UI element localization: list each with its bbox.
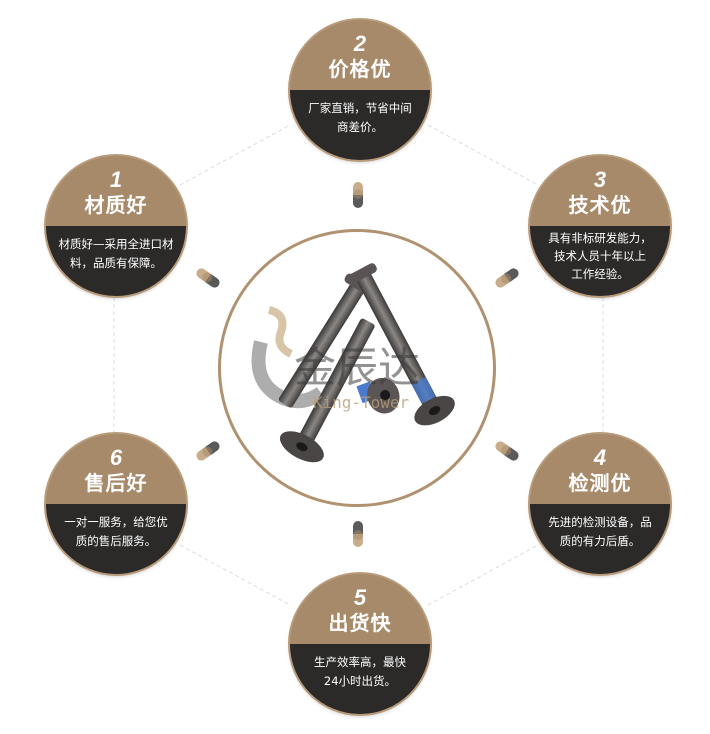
- feature-fast-delivery: 5 出货快 生产效率高，最快 24小时出货。: [290, 574, 430, 714]
- feature-number: 5: [353, 585, 367, 610]
- feature-description: 一对一服务，给您优 质的售后服务。: [46, 504, 186, 574]
- desc-line: 质的有力后盾。: [559, 534, 641, 548]
- watermark-en: King-Tower: [313, 393, 410, 412]
- desc-line: 先进的检测设备，品: [548, 515, 652, 529]
- feature-title: 售后好: [84, 471, 148, 495]
- feature-price: 2 价格优 厂家直销，节省中间 商差价。: [290, 20, 430, 160]
- feature-title: 价格优: [328, 57, 392, 81]
- feature-inspection: 4 检测优 先进的检测设备，品 质的有力后盾。: [530, 434, 670, 574]
- pill-connector-top: [353, 182, 363, 208]
- desc-line: 厂家直销，节省中间: [308, 101, 412, 115]
- desc-line: 一对一服务，给您优: [64, 515, 168, 529]
- desc-line: 材质好—采用全进口材: [58, 237, 174, 251]
- desc-line: 24小时出货。: [323, 674, 397, 688]
- desc-line: 料，品质有保障。: [70, 256, 162, 270]
- feature-description: 先进的检测设备，品 质的有力后盾。: [530, 504, 670, 574]
- desc-line: 技术人员十年以上: [554, 249, 646, 263]
- feature-number: 6: [109, 445, 123, 470]
- feature-description: 具有非标研发能力， 技术人员十年以上 工作经验。: [530, 226, 670, 296]
- desc-line: 具有非标研发能力，: [548, 231, 652, 245]
- feature-title: 技术优: [568, 193, 632, 217]
- desc-line: 生产效率高，最快: [314, 655, 406, 669]
- feature-title: 检测优: [568, 471, 632, 495]
- feature-technology: 3 技术优 具有非标研发能力， 技术人员十年以上 工作经验。: [530, 156, 670, 296]
- desc-line: 工作经验。: [571, 267, 629, 281]
- feature-description: 生产效率高，最快 24小时出货。: [290, 644, 430, 714]
- feature-title: 出货快: [328, 611, 392, 635]
- feature-title: 材质好: [84, 193, 148, 217]
- pill-connector-bottom: [353, 521, 363, 547]
- feature-number: 4: [593, 445, 607, 470]
- screws-illustration: 金辰达 King-Tower: [251, 263, 455, 463]
- feature-description: 厂家直销，节省中间 商差价。: [290, 90, 430, 160]
- feature-description: 材质好—采用全进口材 料，品质有保障。: [46, 226, 186, 296]
- watermark-cn: 金辰达: [294, 343, 420, 392]
- feature-number: 2: [353, 31, 367, 56]
- desc-line: 质的售后服务。: [75, 534, 157, 548]
- center-product-image: 金辰达 King-Tower: [218, 229, 496, 507]
- desc-line: 商差价。: [337, 120, 383, 134]
- feature-after-sales: 6 售后好 一对一服务，给您优 质的售后服务。: [46, 434, 186, 574]
- feature-number: 1: [109, 167, 123, 192]
- feature-material: 1 材质好 材质好—采用全进口材 料，品质有保障。: [46, 156, 186, 296]
- feature-number: 3: [593, 167, 607, 192]
